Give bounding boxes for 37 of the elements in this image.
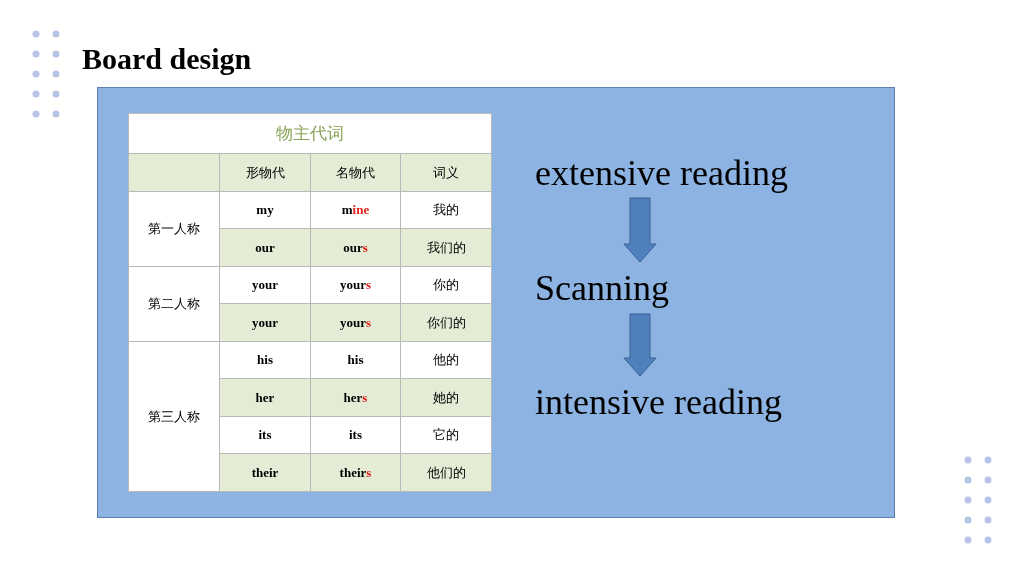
pronoun-cell: its <box>311 416 401 455</box>
step-text: extensive reading <box>535 155 788 191</box>
down-arrow <box>623 197 657 263</box>
meaning-cell: 我们的 <box>401 229 492 267</box>
pronoun-cell: yours <box>311 266 401 305</box>
meaning-cell: 你的 <box>401 266 492 305</box>
down-arrow <box>623 313 657 377</box>
pronoun-cell: his <box>311 341 401 380</box>
slide-title: Board design <box>82 41 252 77</box>
pronoun-cell: your <box>220 304 311 342</box>
column-header: 词义 <box>401 154 492 192</box>
step-text: Scanning <box>535 270 669 306</box>
pronoun-cell: yours <box>311 304 401 342</box>
pronoun-cell: theirs <box>311 454 401 492</box>
pronoun-cell: your <box>220 266 311 305</box>
meaning-cell: 它的 <box>401 416 492 455</box>
pronoun-cell: my <box>220 191 311 230</box>
row-header: 第一人称 <box>129 191 220 267</box>
pronoun-cell: his <box>220 341 311 380</box>
meaning-cell: 她的 <box>401 379 492 417</box>
column-header: 名物代 <box>311 154 401 192</box>
pronoun-cell: ours <box>311 229 401 267</box>
pronoun-cell: our <box>220 229 311 267</box>
meaning-cell: 他的 <box>401 341 492 380</box>
table-title: 物主代词 <box>129 114 492 154</box>
meaning-cell: 我的 <box>401 191 492 230</box>
row-header: 第三人称 <box>129 341 220 492</box>
meaning-cell: 他们的 <box>401 454 492 492</box>
pronoun-cell: its <box>220 416 311 455</box>
pronoun-cell: hers <box>311 379 401 417</box>
step-text: intensive reading <box>535 384 782 420</box>
meaning-cell: 你们的 <box>401 304 492 342</box>
column-header: 形物代 <box>220 154 311 192</box>
pronoun-cell: mine <box>311 191 401 230</box>
pronoun-cell: her <box>220 379 311 417</box>
row-header: 第二人称 <box>129 266 220 342</box>
pronoun-cell: their <box>220 454 311 492</box>
